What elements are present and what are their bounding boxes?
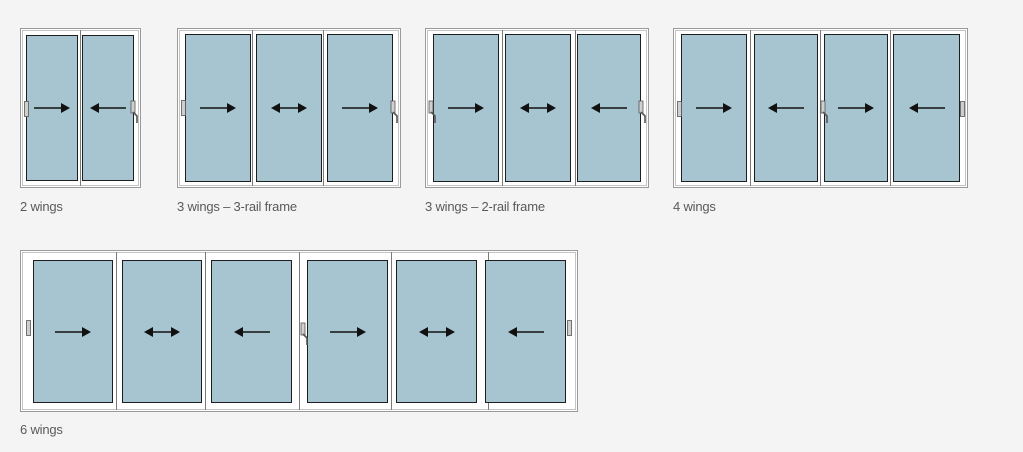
rail-divider [502,30,503,186]
arrow-right-icon [32,100,72,116]
rail-divider [391,252,392,410]
arrow-both-icon [142,324,182,340]
glass-panel [185,34,251,182]
arrow-left-icon [907,100,947,116]
arrow-both-icon [518,100,558,116]
configuration-caption: 4 wings [673,199,716,214]
arrow-right-icon [340,100,380,116]
rail-divider [116,252,117,410]
configuration-caption: 2 wings [20,199,63,214]
arrow-left-icon [766,100,806,116]
arrow-left-icon [506,324,546,340]
lock-icon [181,100,186,116]
arrow-left-icon [88,100,128,116]
configuration-caption: 3 wings – 2-rail frame [425,199,545,214]
rail-divider [890,30,891,186]
rail-divider [323,30,324,186]
handle-icon [820,100,830,124]
configuration-caption: 6 wings [20,422,63,437]
rail-divider [575,30,576,186]
arrow-right-icon [694,100,734,116]
handle-icon [638,100,648,124]
arrow-right-icon [446,100,486,116]
rail-divider [820,30,821,186]
rail-divider [299,252,300,410]
arrow-right-icon [836,100,876,116]
handle-icon [300,322,310,346]
lock-icon [960,101,965,117]
rail-divider [205,252,206,410]
lock-icon [24,101,29,117]
configuration-caption: 3 wings – 3-rail frame [177,199,297,214]
rail-divider [252,30,253,186]
handle-icon [390,100,400,124]
arrow-left-icon [589,100,629,116]
handle-icon [428,100,438,124]
arrow-left-icon [232,324,272,340]
lock-icon [567,320,572,336]
lock-icon [677,101,682,117]
rail-divider [750,30,751,186]
rail-divider [80,30,81,186]
arrow-right-icon [53,324,93,340]
arrow-right-icon [328,324,368,340]
handle-icon [130,100,140,124]
lock-icon [26,320,31,336]
arrow-right-icon [198,100,238,116]
arrow-both-icon [417,324,457,340]
arrow-both-icon [269,100,309,116]
